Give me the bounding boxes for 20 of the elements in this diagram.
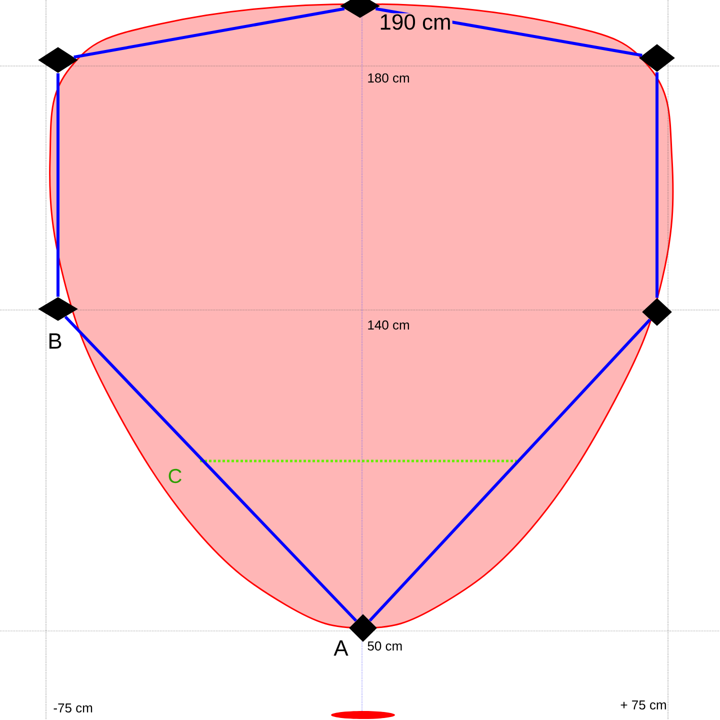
diamond-marker (38, 47, 78, 73)
polygon-edge (56, 73, 60, 297)
polygon-edge (64, 316, 358, 622)
diamond-marker (642, 298, 672, 326)
measurement-label: + 75 cm (620, 700, 666, 710)
polygon-edge (74, 7, 345, 59)
measurement-label: 140 cm (368, 320, 409, 330)
measurement-label: 180 cm (368, 73, 409, 83)
polygon-edge (656, 72, 658, 298)
diamond-marker (340, 0, 380, 18)
diamond-marker (349, 614, 377, 642)
diamond-marker (639, 44, 675, 72)
point-label: C (168, 468, 182, 484)
measurement-label: 190 cm (378, 13, 452, 31)
polygon-edge (368, 318, 652, 622)
measurement-label: -75 cm (54, 703, 92, 713)
point-label: B (49, 333, 62, 349)
diamond-marker (38, 297, 78, 321)
point-label: A (334, 640, 348, 656)
measurement-label: 50 cm (368, 641, 402, 651)
